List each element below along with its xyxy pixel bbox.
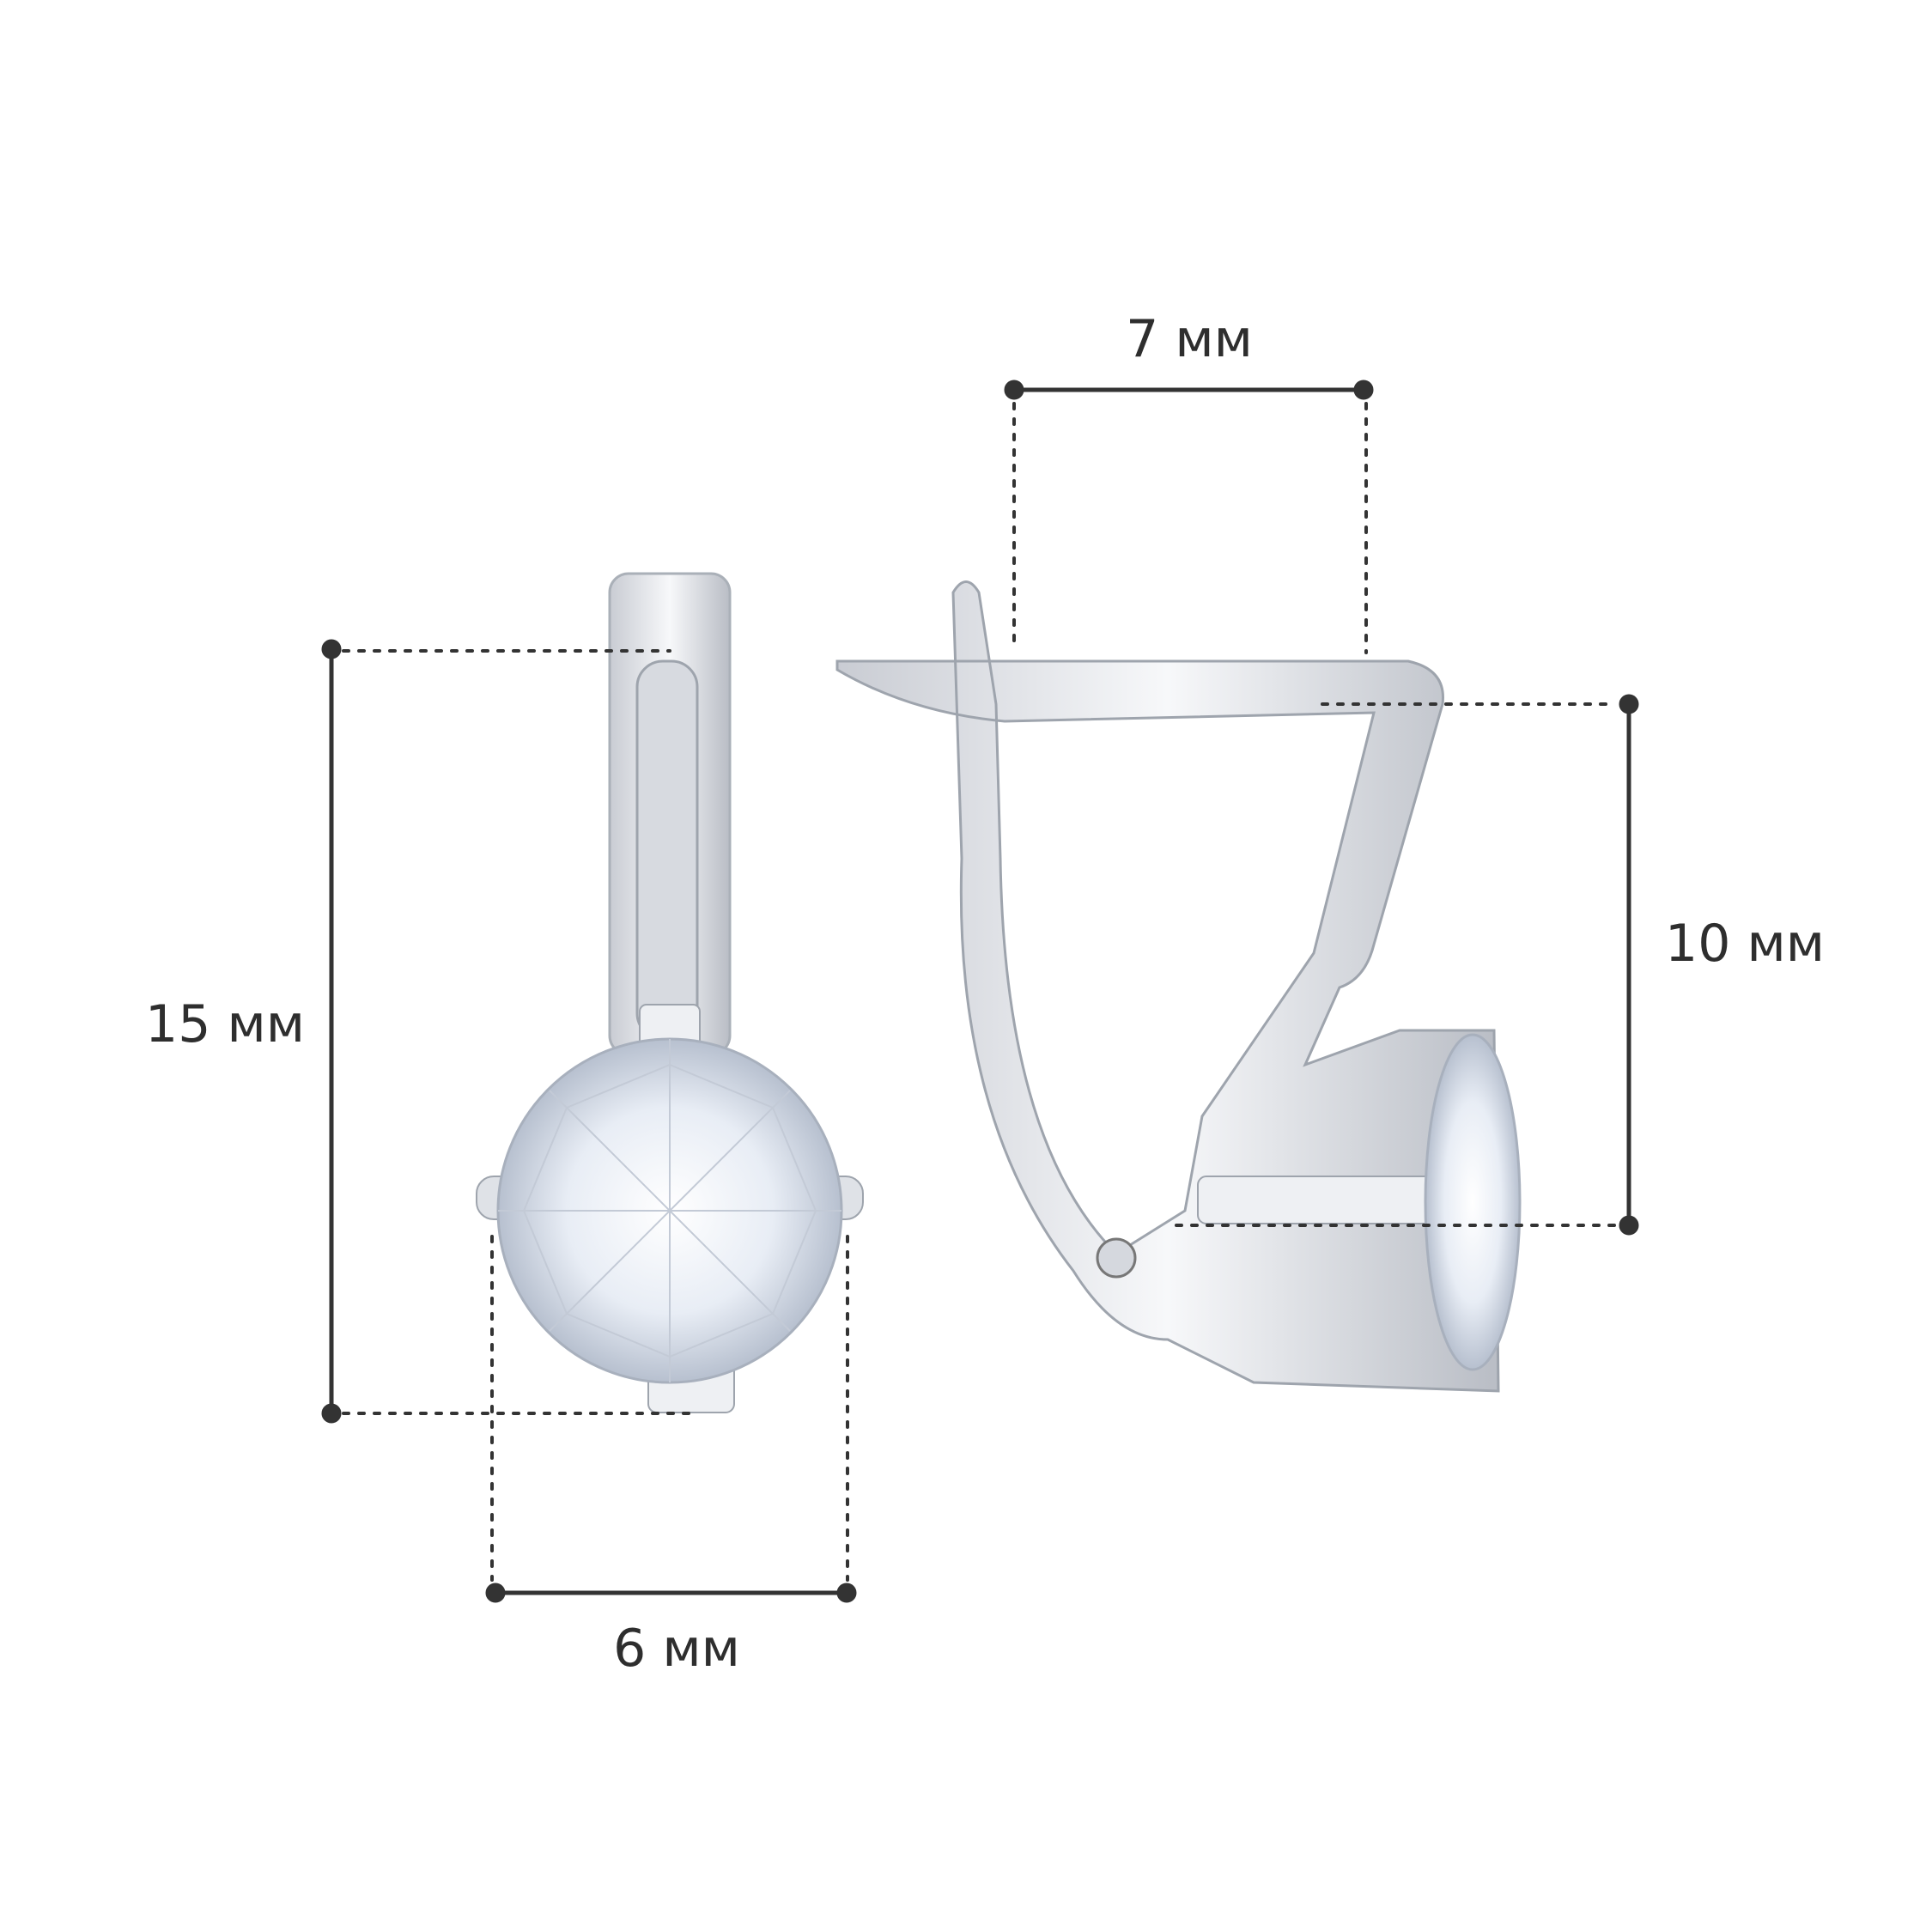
dimension-endpoint xyxy=(321,639,342,659)
dimension-stone-diameter xyxy=(485,1235,857,1603)
front-earring xyxy=(476,572,864,1413)
dimension-endpoint xyxy=(1004,380,1024,400)
dimension-endpoint xyxy=(485,1583,506,1603)
label-stone-diameter: 6 мм xyxy=(613,1619,740,1679)
dimension-endpoint xyxy=(1353,380,1374,400)
label-height-side: 10 мм xyxy=(1665,914,1825,974)
dimension-endpoint xyxy=(321,1403,342,1424)
dimension-height-total xyxy=(321,639,697,1424)
dimension-endpoint xyxy=(1619,1215,1639,1236)
dimension-width-top xyxy=(1004,380,1374,654)
label-width-top: 7 мм xyxy=(1126,309,1253,369)
side-earring xyxy=(835,580,1522,1393)
dimension-height-side xyxy=(1175,694,1639,1236)
label-height-total: 15 мм xyxy=(145,994,305,1054)
dimension-endpoint xyxy=(1619,694,1639,714)
dimension-endpoint xyxy=(836,1583,857,1603)
